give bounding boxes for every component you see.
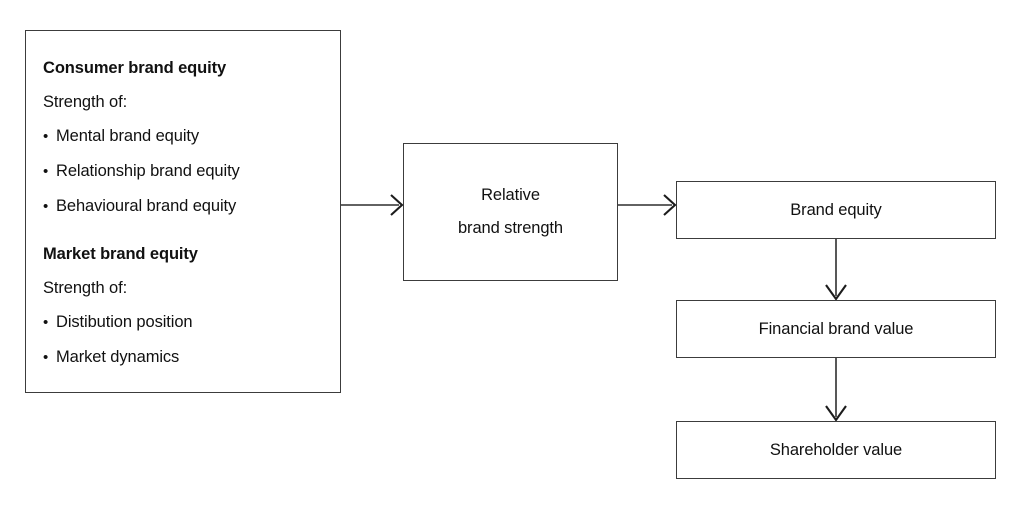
bullet-list-consumer-brand-equity: • Mental brand equity • Relationship bra…	[43, 119, 340, 224]
node-label-financial-brand-value: Financial brand value	[758, 319, 914, 338]
node-label-brand-equity: Brand equity	[790, 200, 882, 219]
bullet-dot-icon: •	[43, 198, 49, 215]
list-item-label: Relationship brand equity	[56, 162, 240, 180]
group-sublabel-consumer-strength-of: Strength of:	[43, 93, 128, 111]
node-consumer-market-brand-equity[interactable]: Consumer brand equity Strength of: • Men…	[25, 30, 341, 393]
bullet-dot-icon: •	[43, 314, 49, 331]
list-item: • Mental brand equity	[43, 119, 340, 154]
bullet-list-market-brand-equity: • Distibution position • Market dynamics	[43, 305, 340, 375]
node-label-shareholder-value: Shareholder value	[769, 440, 903, 459]
arrow-inputs-to-relative-brand-strength	[341, 190, 405, 220]
list-item: • Market dynamics	[43, 340, 340, 375]
list-item: • Relationship brand equity	[43, 154, 340, 189]
node-brand-equity[interactable]: Brand equity	[676, 181, 996, 239]
group-heading-market-brand-equity: Market brand equity	[43, 245, 198, 263]
group-sublabel-market-strength-of: Strength of:	[43, 279, 128, 297]
node-relative-brand-strength[interactable]: Relative brand strength	[403, 143, 618, 281]
bullet-dot-icon: •	[43, 163, 49, 180]
node-label-line-2: brand strength	[457, 219, 563, 237]
group-spacer	[43, 224, 340, 237]
arrow-relative-brand-strength-to-brand-equity	[618, 190, 678, 220]
list-item-label: Distibution position	[56, 313, 193, 331]
list-item: • Distibution position	[43, 305, 340, 340]
node-shareholder-value[interactable]: Shareholder value	[676, 421, 996, 479]
bullet-dot-icon: •	[43, 128, 49, 145]
node-financial-brand-value[interactable]: Financial brand value	[676, 300, 996, 358]
group-heading-consumer-brand-equity: Consumer brand equity	[43, 59, 227, 77]
bullet-dot-icon: •	[43, 349, 49, 366]
list-item-label: Market dynamics	[56, 348, 180, 366]
list-item: • Behavioural brand equity	[43, 189, 340, 224]
node-label-line-1: Relative	[481, 186, 540, 204]
arrow-financial-brand-value-to-shareholder-value	[820, 358, 854, 422]
list-item-label: Behavioural brand equity	[56, 197, 237, 215]
list-item-label: Mental brand equity	[56, 127, 200, 145]
arrow-brand-equity-to-financial-brand-value	[820, 239, 854, 301]
